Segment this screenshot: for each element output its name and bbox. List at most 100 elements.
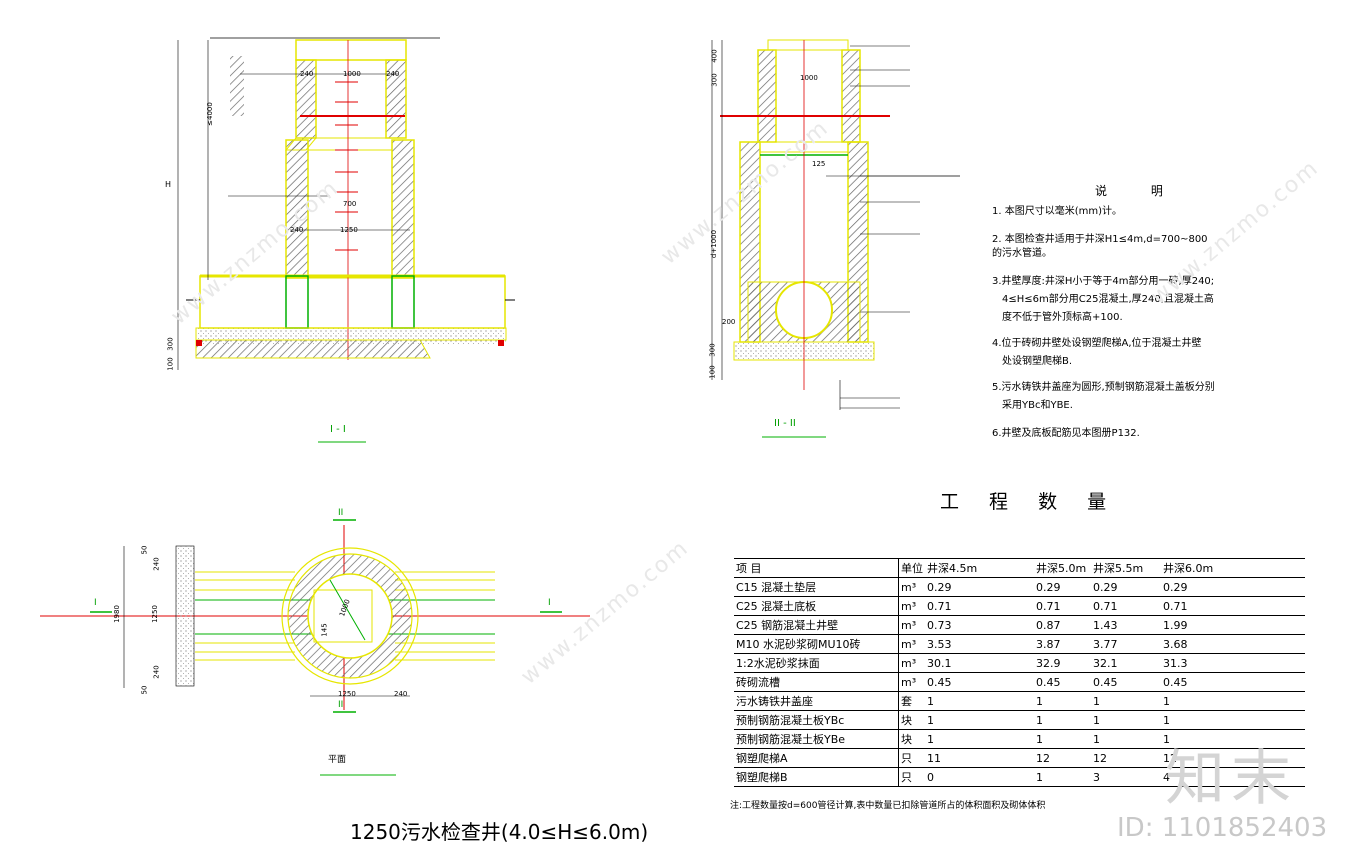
dim-label: 50 bbox=[140, 545, 149, 555]
table-cell: 1 bbox=[1161, 729, 1305, 749]
table-cell: 1 bbox=[1034, 710, 1091, 730]
note-line: 4.位于砖砌井壁处设钢塑爬梯A,位于混凝土井壁 bbox=[992, 338, 1202, 349]
watermark-logo: 知末 bbox=[1165, 744, 1297, 814]
table-cell: 3.68 bbox=[1161, 634, 1305, 654]
dim-label: 1250 bbox=[340, 226, 358, 234]
dim-label: 145 bbox=[320, 623, 329, 637]
table-cell: 12 bbox=[1034, 748, 1091, 768]
dim-label: 1000 bbox=[800, 74, 818, 82]
dim-label: 50 bbox=[140, 685, 149, 695]
dim-label: 300 bbox=[710, 73, 719, 87]
notes-title: 说 明 bbox=[1095, 184, 1183, 198]
note-line: 2. 本图检查井适用于井深H1≤4m,d=700~800 bbox=[992, 234, 1208, 245]
plan-drawing bbox=[40, 519, 590, 713]
dim-label: 125 bbox=[812, 160, 826, 168]
table-cell: C15 混凝土垫层 bbox=[734, 577, 899, 597]
note-line: 3.井壁厚度:井深H小于等于4m部分用一砖,厚240; bbox=[992, 276, 1215, 287]
table-cell: 套 bbox=[898, 691, 925, 711]
dim-label: 240 bbox=[152, 665, 161, 679]
table-cell: m³ bbox=[898, 672, 925, 692]
table-cell: 0.45 bbox=[1034, 672, 1091, 692]
plan-cut-mark-right: I bbox=[548, 598, 551, 608]
note-line: 采用YBc和YBE. bbox=[1002, 400, 1073, 411]
plan-label: 平面 bbox=[328, 755, 347, 765]
table-header-cell: 井深4.5m bbox=[925, 558, 1034, 578]
dim-label: 300 bbox=[166, 337, 175, 351]
table-header-cell: 井深5.0m bbox=[1034, 558, 1091, 578]
table-cell: m³ bbox=[898, 577, 925, 597]
table-header-cell: 单位 bbox=[898, 558, 925, 578]
table-cell: 1 bbox=[1034, 729, 1091, 749]
table-cell: m³ bbox=[898, 653, 925, 673]
dim-label: 1250 bbox=[338, 690, 356, 698]
table-cell: m³ bbox=[898, 596, 925, 616]
table-cell: 1 bbox=[1034, 767, 1091, 787]
table-header-cell: 项 目 bbox=[734, 558, 899, 578]
table-cell: 块 bbox=[898, 710, 925, 730]
section-1-drawing bbox=[177, 37, 515, 370]
table-cell: 0.45 bbox=[1091, 672, 1161, 692]
dim-label: 240 bbox=[300, 70, 314, 78]
note-line: 处设钢塑爬梯B. bbox=[1002, 356, 1073, 367]
table-cell: 32.1 bbox=[1091, 653, 1161, 673]
table-cell: 1 bbox=[1161, 691, 1305, 711]
table-cell: 0.71 bbox=[1091, 596, 1161, 616]
table-cell: 4 bbox=[1161, 767, 1305, 787]
dim-label: 1000 bbox=[343, 70, 361, 78]
note-line: 4≤H≤6m部分用C25混凝土,厚240,且混凝土高 bbox=[1002, 294, 1214, 305]
table-cell: 1 bbox=[1091, 729, 1161, 749]
table-cell: 1 bbox=[925, 710, 1034, 730]
table-cell: 钢塑爬梯B bbox=[734, 767, 899, 787]
note-line: 5.污水铸铁井盖座为圆形,预制钢筋混凝土盖板分别 bbox=[992, 382, 1215, 393]
table-cell: 0.29 bbox=[1161, 577, 1305, 597]
table-cell: 0.73 bbox=[925, 615, 1034, 635]
table-header-row: 项 目 单位 井深4.5m 井深5.0m 井深5.5m 井深6.0m bbox=[734, 558, 1305, 578]
section-1-label: I - I bbox=[330, 424, 346, 435]
table-cell: 砖砌流槽 bbox=[734, 672, 899, 692]
table-cell: 0.29 bbox=[925, 577, 1034, 597]
dim-label: 200 bbox=[722, 318, 736, 326]
dim-label: 1250 bbox=[150, 605, 159, 623]
dim-label: 100 bbox=[166, 357, 175, 371]
table-cell: 1 bbox=[1034, 691, 1091, 711]
dim-label: 240 bbox=[290, 226, 304, 234]
table-cell: 1.43 bbox=[1091, 615, 1161, 635]
table-cell: C25 混凝土底板 bbox=[734, 596, 899, 616]
table-cell: 31.3 bbox=[1161, 653, 1305, 673]
table-cell: 3.77 bbox=[1091, 634, 1161, 654]
table-cell: 预制钢筋混凝土板YBc bbox=[734, 710, 899, 730]
table-cell: 3.53 bbox=[925, 634, 1034, 654]
table-cell: 0 bbox=[925, 767, 1034, 787]
table-cell: 1 bbox=[925, 729, 1034, 749]
table-cell: 0.45 bbox=[1161, 672, 1305, 692]
table-cell: 3 bbox=[1091, 767, 1161, 787]
section-2-drawing bbox=[711, 39, 960, 410]
table-cell: 只 bbox=[898, 767, 925, 787]
table-cell: 0.45 bbox=[925, 672, 1034, 692]
dim-label: H bbox=[165, 180, 172, 189]
table-cell: 污水铸铁井盖座 bbox=[734, 691, 899, 711]
table-cell: 12 bbox=[1091, 748, 1161, 768]
table-cell: 0.71 bbox=[925, 596, 1034, 616]
table-cell: 0.71 bbox=[1034, 596, 1091, 616]
table-cell: 1:2水泥砂浆抹面 bbox=[734, 653, 899, 673]
table-cell: 块 bbox=[898, 729, 925, 749]
table-cell: 1 bbox=[925, 691, 1034, 711]
table-cell: 0.29 bbox=[1034, 577, 1091, 597]
table-cell: 只 bbox=[898, 748, 925, 768]
table-cell: m³ bbox=[898, 634, 925, 654]
dim-label: 700 bbox=[343, 200, 357, 208]
table-cell: 1 bbox=[1091, 710, 1161, 730]
plan-cut-mark-top: II bbox=[338, 508, 344, 518]
table-cell: 1.99 bbox=[1161, 615, 1305, 635]
dim-label: 1980 bbox=[112, 605, 121, 623]
quantity-table: 项 目 单位 井深4.5m 井深5.0m 井深5.5m 井深6.0m C15 混… bbox=[734, 558, 1305, 787]
table-cell: 30.1 bbox=[925, 653, 1034, 673]
note-line: 度不低于管外顶标高+100. bbox=[1002, 312, 1123, 323]
